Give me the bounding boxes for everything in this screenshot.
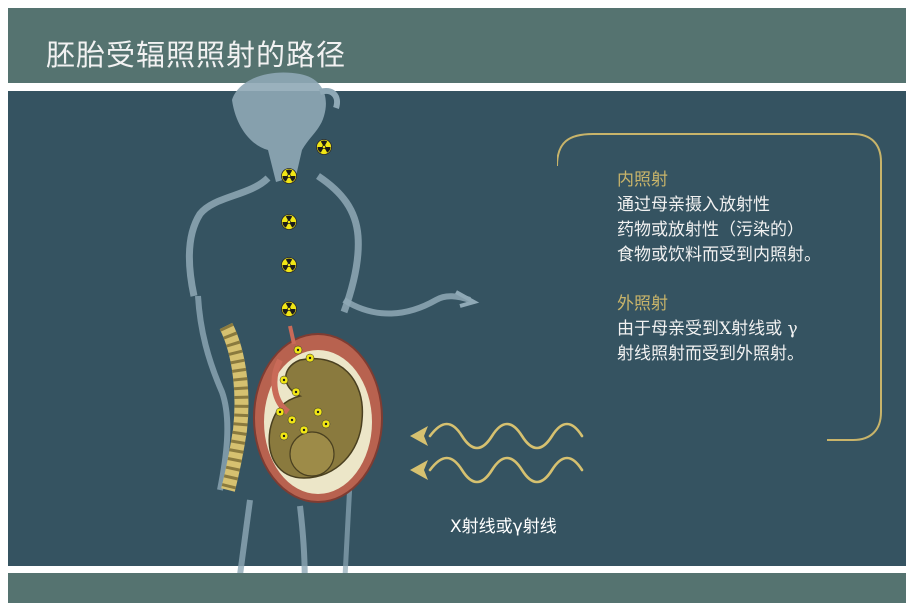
callout-text: 内照射 通过母亲摄入放射性 药物或放射性（污染的） 食物或饮料而受到内照射。 外… [617, 168, 821, 367]
external-line: 由于母亲受到X射线或 γ [617, 317, 821, 342]
radiation-trefoil-icon [282, 169, 297, 184]
radiation-trefoil-icon [282, 302, 297, 317]
internal-line: 食物或饮料而受到内照射。 [617, 243, 821, 268]
radiation-trefoil-icon [282, 215, 297, 230]
bottom-bar [8, 573, 906, 603]
internal-line: 药物或放射性（污染的） [617, 218, 821, 243]
spacer [617, 268, 821, 292]
ray-label: X射线或γ射线 [450, 512, 557, 537]
internal-heading: 内照射 [617, 168, 821, 193]
external-heading: 外照射 [617, 292, 821, 317]
radiation-trefoil-icon [317, 140, 332, 155]
radiation-trefoil-icon [282, 258, 297, 273]
head-shape [232, 72, 326, 182]
ray-arrowhead-icon [410, 426, 428, 480]
external-line: 射线照射而受到外照射。 [617, 342, 821, 367]
internal-line: 通过母亲摄入放射性 [617, 193, 821, 218]
